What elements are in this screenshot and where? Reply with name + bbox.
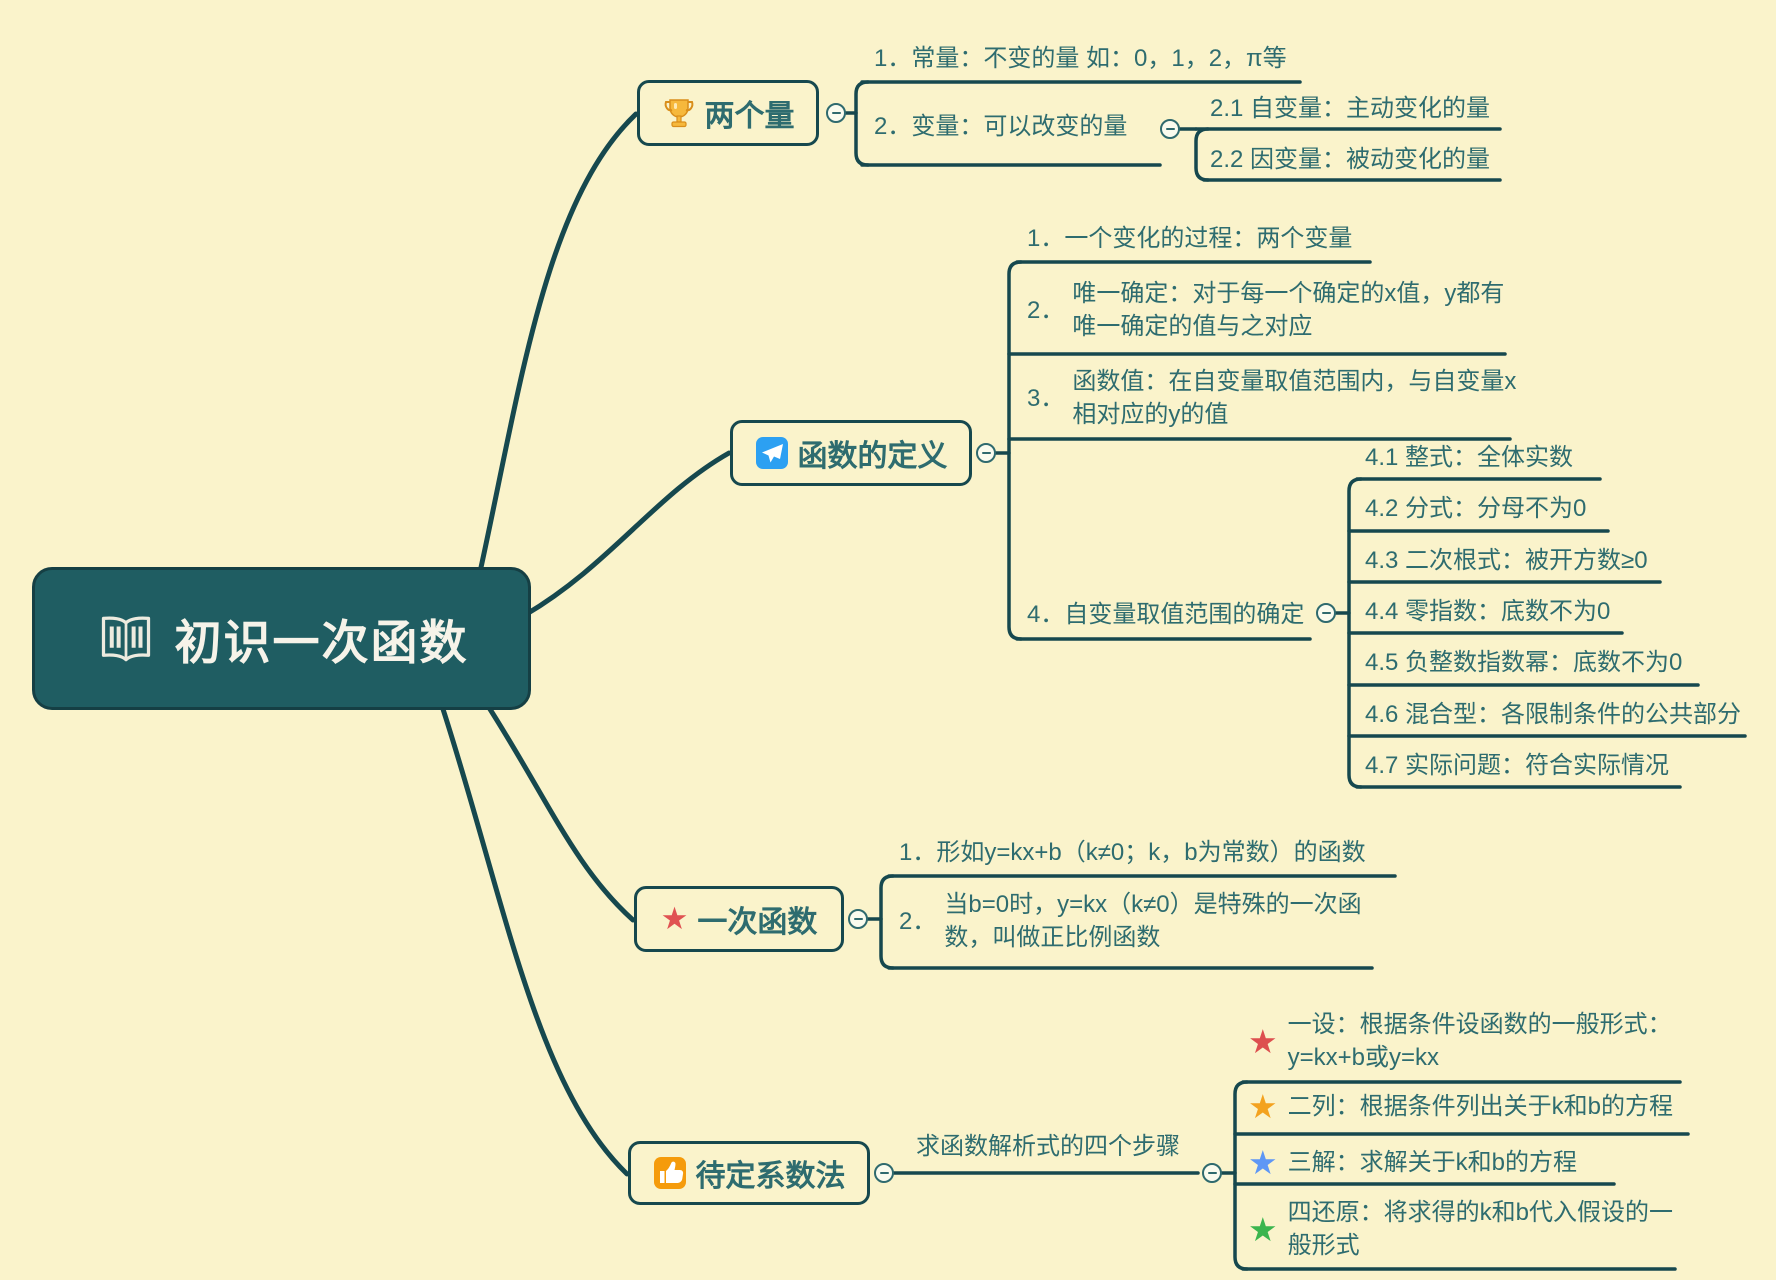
topic-mixed-type[interactable]: 4.6 混合型：各限制条件的公共部分 — [1365, 701, 1742, 728]
branch-two-quantities[interactable]: 两个量 — [637, 80, 819, 146]
star-icon-green: ★ — [1248, 1209, 1278, 1249]
trunk-variable — [1194, 127, 1210, 182]
topic-change-process[interactable]: 1．一个变化的过程：两个变量 — [1027, 225, 1353, 252]
collapse-button[interactable] — [1160, 119, 1180, 139]
branch-label: 两个量 — [704, 100, 795, 133]
topic-dependent-variable[interactable]: 2.2 因变量：被动变化的量 — [1210, 146, 1491, 173]
topic-function-value[interactable]: 3． 函数值：在自变量取值范围内，与自变量x 相对应的y的值 — [1027, 368, 1517, 428]
collapse-button[interactable] — [826, 103, 846, 123]
topic-four-steps[interactable]: 求函数解析式的四个步骤 — [916, 1133, 1180, 1160]
topic-unique-determination[interactable]: 2． 唯一确定：对于每一个确定的x值，y都有 唯一确定的值与之对应 — [1027, 280, 1505, 340]
star-icon-red: ★ — [660, 900, 689, 937]
topic-domain-determination[interactable]: 4．自变量取值范围的确定 — [1027, 601, 1305, 628]
branch-label: 待定系数法 — [695, 1160, 846, 1193]
curve-to-linear-function — [485, 703, 636, 923]
trophy-icon — [662, 96, 696, 130]
root-title: 初识一次函数 — [174, 616, 469, 669]
book-icon — [95, 614, 157, 664]
collapse-button[interactable] — [874, 1163, 894, 1183]
trunk-four-steps — [1233, 1080, 1249, 1271]
step-1-she[interactable]: ★ 一设：根据条件设函数的一般形式： y=kx+b或y=kx — [1248, 1011, 1672, 1071]
curve-to-undetermined-coefficients — [439, 703, 630, 1177]
topic-constant[interactable]: 1．常量：不变的量 如：0，1，2，π等 — [874, 45, 1287, 72]
star-icon-blue: ★ — [1248, 1143, 1278, 1182]
topic-proportional-function[interactable]: 2． 当b=0时，y=kx（k≠0）是特殊的一次函 数，叫做正比例函数 — [899, 891, 1362, 951]
topic-independent-variable[interactable]: 2.1 自变量：主动变化的量 — [1210, 95, 1491, 122]
branch-label: 一次函数 — [697, 906, 818, 939]
topic-linear-form[interactable]: 1．形如y=kx+b（k≠0；k，b为常数）的函数 — [899, 839, 1366, 866]
star-icon-orange: ★ — [1248, 1087, 1278, 1126]
step-4-huanyuan[interactable]: ★ 四还原：将求得的k和b代入假设的一 般形式 — [1248, 1199, 1673, 1259]
topic-variable[interactable]: 2．变量：可以改变的量 — [874, 113, 1128, 140]
topic-fraction[interactable]: 4.2 分式：分母不为0 — [1365, 495, 1587, 522]
star-icon-red: ★ — [1248, 1021, 1278, 1061]
step-3-jie[interactable]: ★ 三解：求解关于k和b的方程 — [1248, 1143, 1577, 1182]
step-2-lie[interactable]: ★ 二列：根据条件列出关于k和b的方程 — [1248, 1087, 1673, 1126]
topic-zero-exponent[interactable]: 4.4 零指数：底数不为0 — [1365, 598, 1611, 625]
collapse-button[interactable] — [1316, 603, 1336, 623]
curve-to-two-quantities — [477, 111, 639, 575]
topic-quadratic-radical[interactable]: 4.3 二次根式：被开方数≥0 — [1365, 547, 1648, 574]
topic-integral-expression[interactable]: 4.1 整式：全体实数 — [1365, 444, 1574, 471]
plane-icon — [755, 436, 789, 470]
root-node[interactable]: 初识一次函数 — [32, 567, 531, 710]
branch-label: 函数的定义 — [797, 440, 948, 473]
branch-undetermined-coefficients[interactable]: 待定系数法 — [628, 1141, 870, 1205]
branch-function-definition[interactable]: 函数的定义 — [730, 420, 972, 486]
collapse-button[interactable] — [976, 443, 996, 463]
branch-linear-function[interactable]: ★ 一次函数 — [634, 886, 844, 952]
topic-negative-exponent[interactable]: 4.5 负整数指数幂：底数不为0 — [1365, 649, 1683, 676]
trunk-function-definition — [1007, 260, 1023, 641]
trunk-linear-function — [879, 874, 895, 970]
curve-to-function-definition — [522, 450, 732, 618]
thumbs-up-icon — [653, 1156, 687, 1190]
collapse-button[interactable] — [848, 909, 868, 929]
topic-practical-problem[interactable]: 4.7 实际问题：符合实际情况 — [1365, 752, 1670, 779]
collapse-button[interactable] — [1202, 1163, 1222, 1183]
